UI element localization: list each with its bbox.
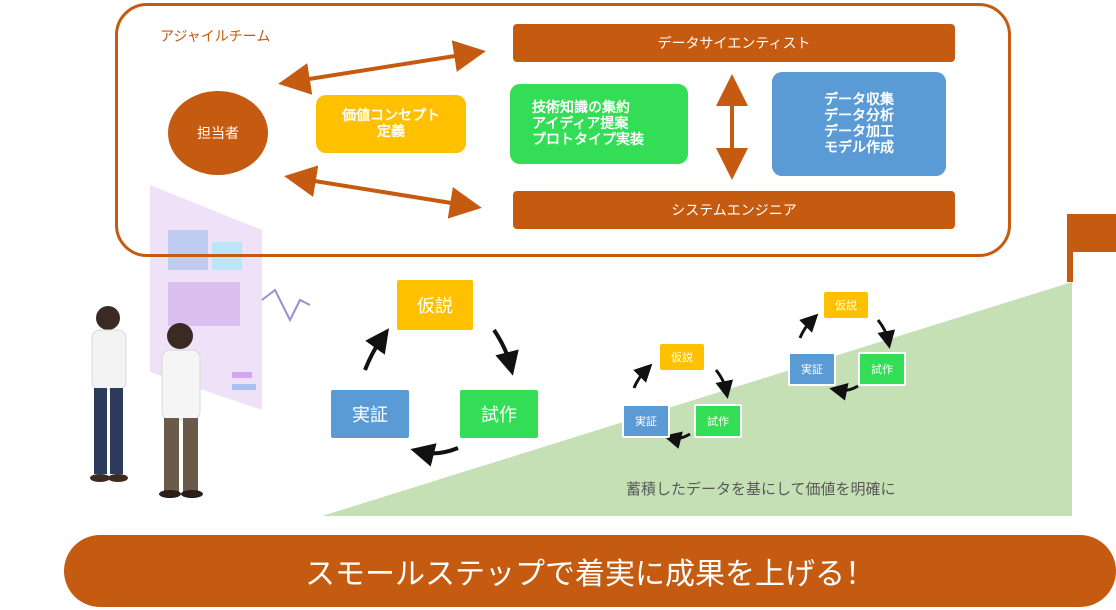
system-engineer-bar: システムエンジニア [513, 191, 955, 229]
bottom-banner: スモールステップで着実に成果を上げる！ [64, 535, 1116, 607]
hypothesis-box: 仮説 [397, 280, 473, 330]
cycle-arrow-2 [492, 328, 519, 376]
cycle-arrow-3 [410, 443, 459, 467]
slope-caption: 蓄積したデータを基にして価値を明確に [626, 480, 896, 498]
small-hypothesis-box-2: 仮説 [824, 292, 868, 318]
flag-pole [1067, 214, 1073, 282]
person-in-charge-circle: 担当者 [168, 91, 268, 175]
verification-box: 実証 [331, 390, 409, 438]
data-scientist-bar: データサイエンティスト [513, 24, 955, 62]
team-label: アジャイルチーム [160, 29, 271, 45]
small-verification-box-2: 実証 [788, 352, 836, 386]
small-prototype-box-1: 試作 [694, 404, 742, 438]
flag-icon [1073, 214, 1116, 252]
small-prototype-box-2: 試作 [858, 352, 906, 386]
prototype-box: 試作 [460, 390, 538, 438]
data-tasks-box: データ収集 データ分析 データ加工 モデル作成 [772, 72, 946, 176]
arrow-to-system-engineer [284, 165, 482, 219]
small-hypothesis-box-1: 仮説 [660, 344, 704, 370]
cycle-arrow-1 [363, 328, 389, 371]
arrow-to-data-scientist [278, 40, 486, 95]
small-verification-box-1: 実証 [622, 404, 670, 438]
knowledge-box: 技術知識の集約 アイディア提案 プロトタイプ実装 [510, 84, 688, 164]
value-concept-box: 価値コンセプト 定義 [316, 95, 466, 153]
people-illustration [90, 306, 203, 498]
agile-team-frame [115, 3, 1011, 257]
